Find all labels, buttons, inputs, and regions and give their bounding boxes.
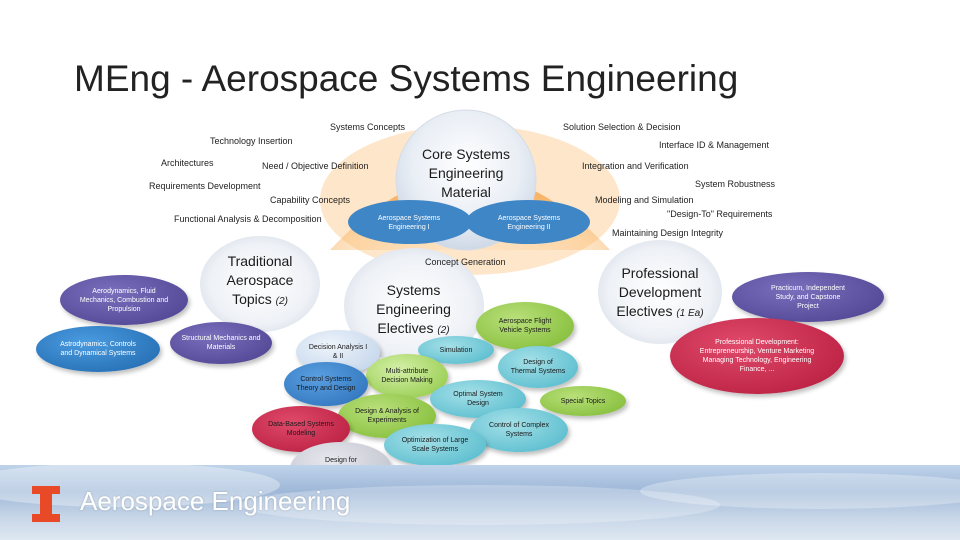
label-solution-selection: Solution Selection & Decision (563, 122, 681, 132)
electives-count: (2) (437, 325, 450, 336)
label-modeling-simulation: Modeling and Simulation (595, 195, 694, 205)
traditional-circle (200, 236, 320, 332)
professional-circle (598, 240, 722, 344)
traditional-line3: Topics (232, 291, 272, 307)
elective-multi-attribute-text: Multi-attribute Decision Making (381, 368, 433, 384)
elective-optimal-system-bubble: Optimal System Design (430, 380, 526, 418)
label-maintaining-integrity: Maintaining Design Integrity (612, 228, 724, 238)
traditional-line2: Aerospace (226, 272, 294, 288)
illinois-logo-icon (32, 486, 60, 522)
core-title: Core Systems Engineering Material (396, 145, 536, 202)
banner-sky (0, 465, 960, 525)
label-system-robustness: System Robustness (695, 179, 776, 189)
professional-line1: Professional (621, 265, 699, 281)
slide-title: MEng - Aerospace Systems Engineering (74, 58, 739, 99)
prof-practicum-text: Practicum, Independent Study, and Capsto… (771, 284, 845, 310)
elective-flight-vehicle-bubble: Aerospace Flight Vehicle Systems (476, 302, 574, 350)
elective-large-scale-text: Optimization of Large Scale Systems (401, 437, 469, 453)
core-title-line2: Engineering (428, 165, 504, 181)
label-technology-insertion: Technology Insertion (210, 136, 293, 146)
label-integration-verification: Integration and Verification (582, 161, 689, 171)
core-title-line3: Material (441, 184, 491, 200)
label-capability-concepts: Capability Concepts (270, 195, 351, 205)
label-requirements-development: Requirements Development (149, 181, 261, 191)
label-design-to: "Design-To" Requirements (667, 209, 773, 219)
footer-banner (0, 465, 960, 540)
trad-astro-text: Astrodynamics, Controls and Dynamical Sy… (60, 341, 136, 357)
prof-development-bubble: Professional Development: Entrepreneursh… (670, 318, 844, 394)
trad-astro-bubble: Astrodynamics, Controls and Dynamical Sy… (36, 326, 160, 372)
elective-special-topics-text: Special Topics (560, 397, 606, 405)
label-systems-concepts: Systems Concepts (330, 122, 406, 132)
elective-large-scale-bubble: Optimization of Large Scale Systems (384, 424, 486, 466)
label-concept-generation: Concept Generation (425, 257, 506, 267)
elective-complex-control-bubble: Control of Complex Systems (470, 408, 568, 452)
elective-complex-control-text: Control of Complex Systems (489, 422, 549, 438)
elective-decision-text: Decision Analysis I & II (308, 344, 368, 360)
footer-brand: Aerospace Engineering (80, 486, 351, 516)
trad-structural-text: Structural Mechanics and Materials (181, 335, 261, 351)
trad-structural-bubble: Structural Mechanics and Materials (170, 322, 272, 364)
label-functional-analysis: Functional Analysis & Decomposition (174, 214, 322, 224)
label-architectures: Architectures (161, 158, 214, 168)
core-course2-pill (466, 200, 590, 244)
elective-design-thermal-bubble: Design of Thermal Systems (498, 346, 578, 388)
electives-title: Systems Engineering Electives (2) (356, 281, 471, 340)
electives-line1: Systems (386, 282, 441, 298)
core-title-line1: Core Systems (422, 146, 510, 162)
elective-data-based-text: Data-Based Systems Modeling (268, 421, 334, 437)
elective-doe-text: Design & Analysis of Experiments (355, 408, 419, 424)
label-need-objective: Need / Objective Definition (262, 161, 369, 171)
elective-design-thermal-text: Design of Thermal Systems (510, 359, 566, 375)
prof-practicum-bubble: Practicum, Independent Study, and Capsto… (732, 272, 884, 322)
core-course2: Aerospace Systems Engineering II (497, 215, 561, 231)
traditional-count: (2) (275, 296, 288, 307)
prof-development-text: Professional Development: Entrepreneursh… (699, 339, 815, 373)
professional-line2: Development (618, 284, 702, 300)
professional-count: (1 Ea) (676, 308, 704, 319)
elective-optimal-system-text: Optimal System Design (453, 391, 503, 407)
elective-control-theory-text: Control Systems Theory and Design (296, 376, 356, 392)
traditional-line1: Traditional (227, 253, 293, 269)
elective-flight-vehicle-text: Aerospace Flight Vehicle Systems (498, 318, 552, 334)
professional-title: Professional Development Electives (1 Ea… (598, 264, 722, 323)
elective-simulation-text: Simulation (439, 346, 473, 354)
elective-special-topics-bubble: Special Topics (540, 386, 626, 416)
electives-line3: Electives (377, 320, 434, 336)
label-interface-id: Interface ID & Management (659, 140, 770, 150)
core-course1-pill (348, 200, 472, 244)
electives-circle (344, 248, 484, 364)
core-course1: Aerospace Systems Engineering I (377, 215, 441, 231)
electives-line2: Engineering (376, 301, 451, 317)
traditional-title: Traditional Aerospace Topics (2) (205, 252, 315, 311)
trad-aero-text: Aerodynamics, Fluid Mechanics, Combustio… (79, 287, 169, 313)
trad-aero-bubble: Aerodynamics, Fluid Mechanics, Combustio… (60, 275, 188, 325)
professional-line3: Electives (616, 303, 673, 319)
